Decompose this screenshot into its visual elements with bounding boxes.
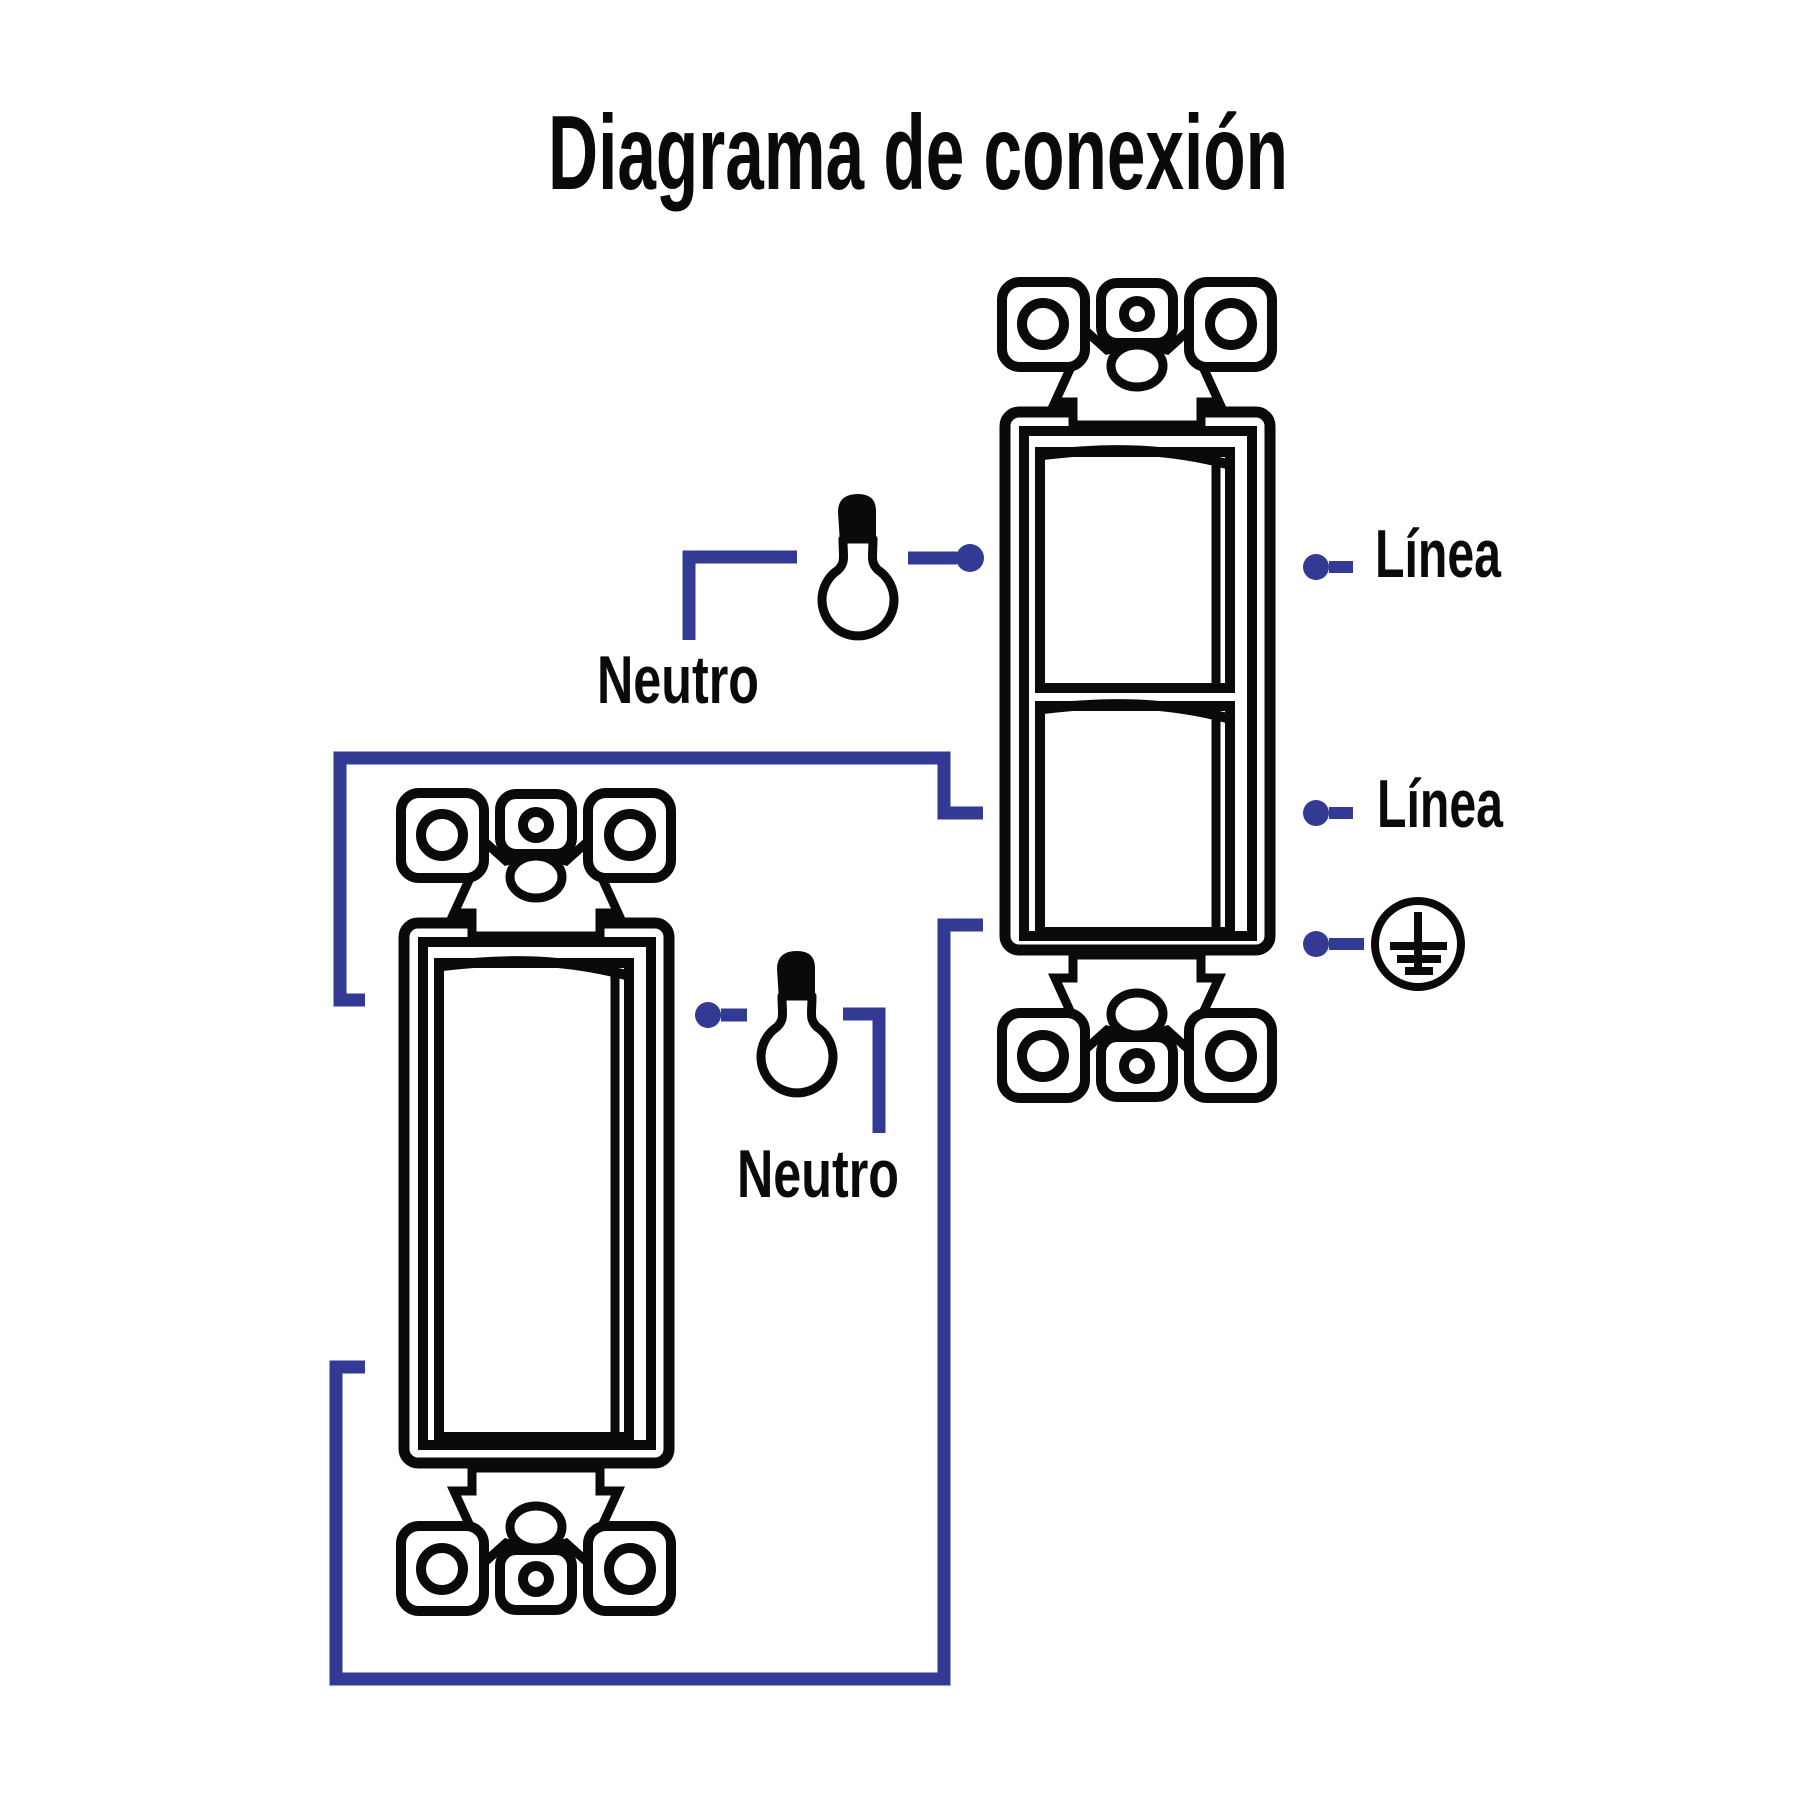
mounting-strap-top (1002, 282, 1272, 425)
wire-upper-loop (333, 751, 983, 1007)
light-bulb-icon (822, 494, 894, 636)
double-switch (1002, 282, 1272, 1098)
terminal-dot (1303, 554, 1329, 580)
terminal-dot (695, 1002, 721, 1028)
label-neutro-top: Neutro (597, 642, 759, 718)
bulb-bottom-neutral-lead (843, 1007, 886, 1133)
wire-lower-loop (329, 918, 983, 1686)
earth-ground-icon (1371, 897, 1465, 991)
mounting-strap-bottom (401, 1468, 671, 1611)
ground-terminal (1303, 897, 1465, 991)
label-neutro-bottom: Neutro (737, 1136, 899, 1212)
label-linea-bottom: Línea (1377, 766, 1504, 842)
rocker (434, 956, 634, 1442)
single-switch (401, 793, 671, 1611)
terminal-dot (1303, 931, 1329, 957)
bulb-bottom-switch-lead (695, 1002, 747, 1028)
mounting-strap-top (401, 793, 671, 936)
line-terminal-bottom (1303, 800, 1353, 826)
light-bulb-icon (761, 951, 833, 1093)
terminal-dot (956, 544, 984, 572)
terminal-dot (1303, 800, 1329, 826)
rocker-bottom (1035, 699, 1235, 937)
page-title: Diagrama de conexión (548, 94, 1288, 212)
bulb-top-neutral-lead (682, 550, 797, 640)
label-linea-top: Línea (1375, 516, 1502, 592)
bulb-top-line-lead (908, 544, 984, 572)
rocker-top (1035, 445, 1235, 693)
line-terminal-top (1303, 554, 1353, 580)
mounting-strap-bottom (1002, 955, 1272, 1098)
